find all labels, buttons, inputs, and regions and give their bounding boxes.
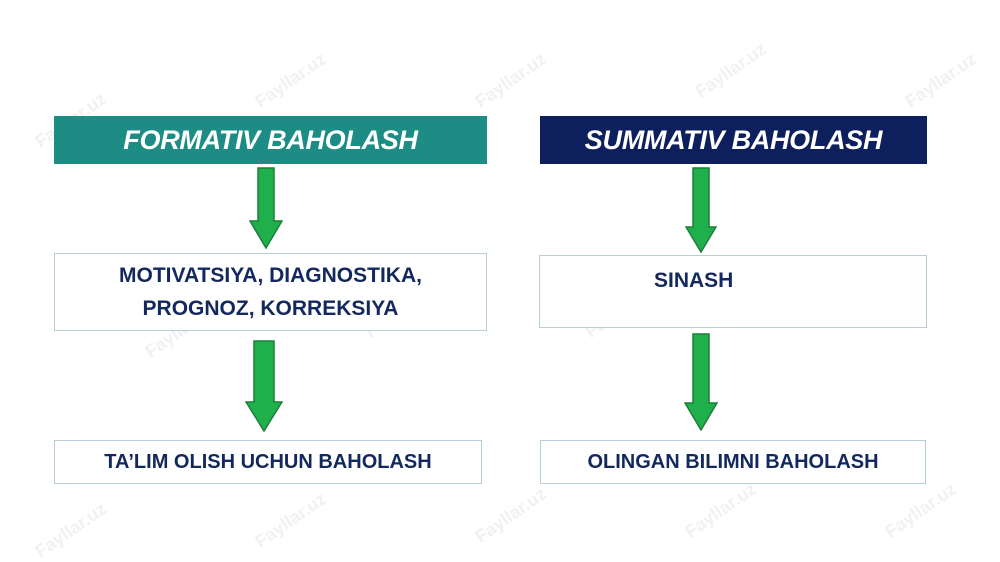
watermark: Fayllar.uz xyxy=(681,478,761,542)
watermark: Fayllar.uz xyxy=(881,478,961,542)
watermark: Fayllar.uz xyxy=(691,38,771,102)
watermark: Fayllar.uz xyxy=(471,483,551,547)
formative-purpose-box: MOTIVATSIYA, DIAGNOSTIKA, PROGNOZ, KORRE… xyxy=(54,253,487,331)
arrow-down-icon xyxy=(249,167,283,249)
arrow-down-icon xyxy=(684,333,718,431)
formative-result-box: TA’LIM OLISH UCHUN BAHOLASH xyxy=(54,440,482,484)
arrow-down-icon xyxy=(245,340,283,432)
watermark: Fayllar.uz xyxy=(251,48,331,112)
arrow-down-icon xyxy=(685,167,717,253)
formative-purpose-line1: MOTIVATSIYA, DIAGNOSTIKA, xyxy=(119,264,422,287)
watermark: Fayllar.uz xyxy=(471,48,551,112)
summative-header: SUMMATIV BAHOLASH xyxy=(540,116,927,164)
formative-header: FORMATIV BAHOLASH xyxy=(54,116,487,164)
summative-result-box: OLINGAN BILIMNI BAHOLASH xyxy=(540,440,926,484)
summative-purpose-label: SINASH xyxy=(654,269,734,292)
watermark: Fayllar.uz xyxy=(251,488,331,552)
formative-result-label: TA’LIM OLISH UCHUN BAHOLASH xyxy=(104,450,432,473)
formative-title: FORMATIV BAHOLASH xyxy=(123,124,418,155)
summative-title: SUMMATIV BAHOLASH xyxy=(584,124,883,155)
watermark: Fayllar.uz xyxy=(901,48,981,112)
summative-purpose-box: SINASH xyxy=(539,255,927,328)
formative-purpose-line2: PROGNOZ, KORREKSIYA xyxy=(142,297,399,320)
watermark: Fayllar.uz xyxy=(31,498,111,562)
summative-result-label: OLINGAN BILIMNI BAHOLASH xyxy=(587,450,879,473)
